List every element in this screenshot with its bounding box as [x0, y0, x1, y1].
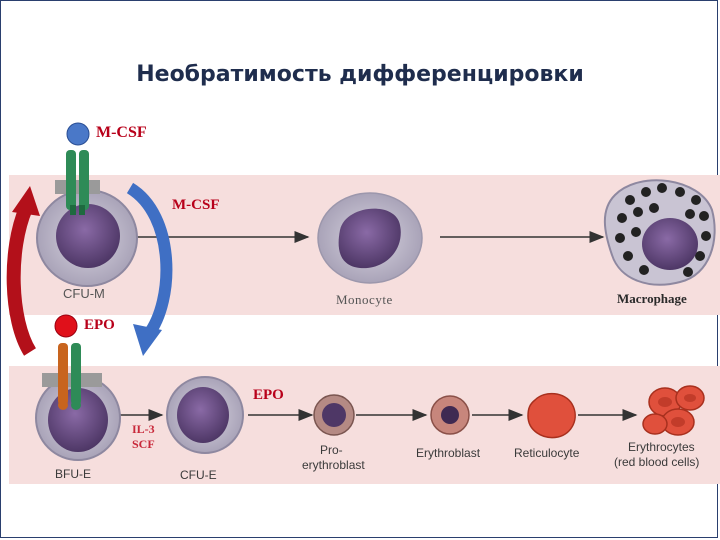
cfu-e-cell — [166, 376, 244, 454]
proerythroblast-label-line2: erythroblast — [302, 458, 365, 472]
epo-label-left: EPO — [84, 317, 115, 333]
bfu-e-label: BFU-E — [55, 467, 91, 481]
epo-label-mid: EPO — [253, 387, 284, 403]
cfu-m-cell — [36, 189, 138, 287]
mcsf-ligand-icon — [66, 122, 90, 146]
red-feedback-arrow — [6, 205, 37, 356]
erythrocytes-cells — [642, 385, 705, 436]
red-arrow-head — [12, 186, 40, 216]
cfu-e-label: CFU-E — [180, 468, 217, 482]
mcsf-label-top: M-CSF — [96, 124, 147, 141]
erythrocytes-label-line2: (red blood cells) — [614, 455, 700, 469]
blue-arrow-head — [133, 324, 162, 356]
il3-label: IL-3 — [132, 422, 155, 436]
proerythroblast-cell — [313, 394, 355, 436]
scf-label: SCF — [132, 437, 155, 451]
cfu-m-label: CFU-M — [63, 286, 105, 301]
macrophage-label: Macrophage — [617, 291, 687, 306]
blue-arrow — [126, 182, 173, 339]
mcsf-label-mid: M-CSF — [172, 197, 220, 213]
erythroblast-label: Erythroblast — [416, 446, 481, 460]
proerythroblast-label-line1: Pro- — [320, 443, 343, 457]
reticulocyte-cell — [527, 392, 576, 439]
monocyte-cell — [317, 192, 423, 284]
bfu-e-cell — [35, 375, 121, 461]
epo-ligand-icon — [54, 314, 78, 338]
slide-title: Необратимость дифференцировки — [136, 62, 584, 87]
monocyte-label: Monocyte — [336, 292, 393, 307]
reticulocyte-label: Reticulocyte — [514, 446, 580, 460]
erythrocytes-label-line1: Erythrocytes — [628, 440, 695, 454]
erythroblast-cell — [430, 395, 470, 435]
macrophage-cell — [603, 179, 716, 286]
epo-receptor — [42, 343, 102, 410]
mcsf-receptor — [55, 150, 100, 215]
erythroid-lineage-band — [9, 366, 720, 484]
